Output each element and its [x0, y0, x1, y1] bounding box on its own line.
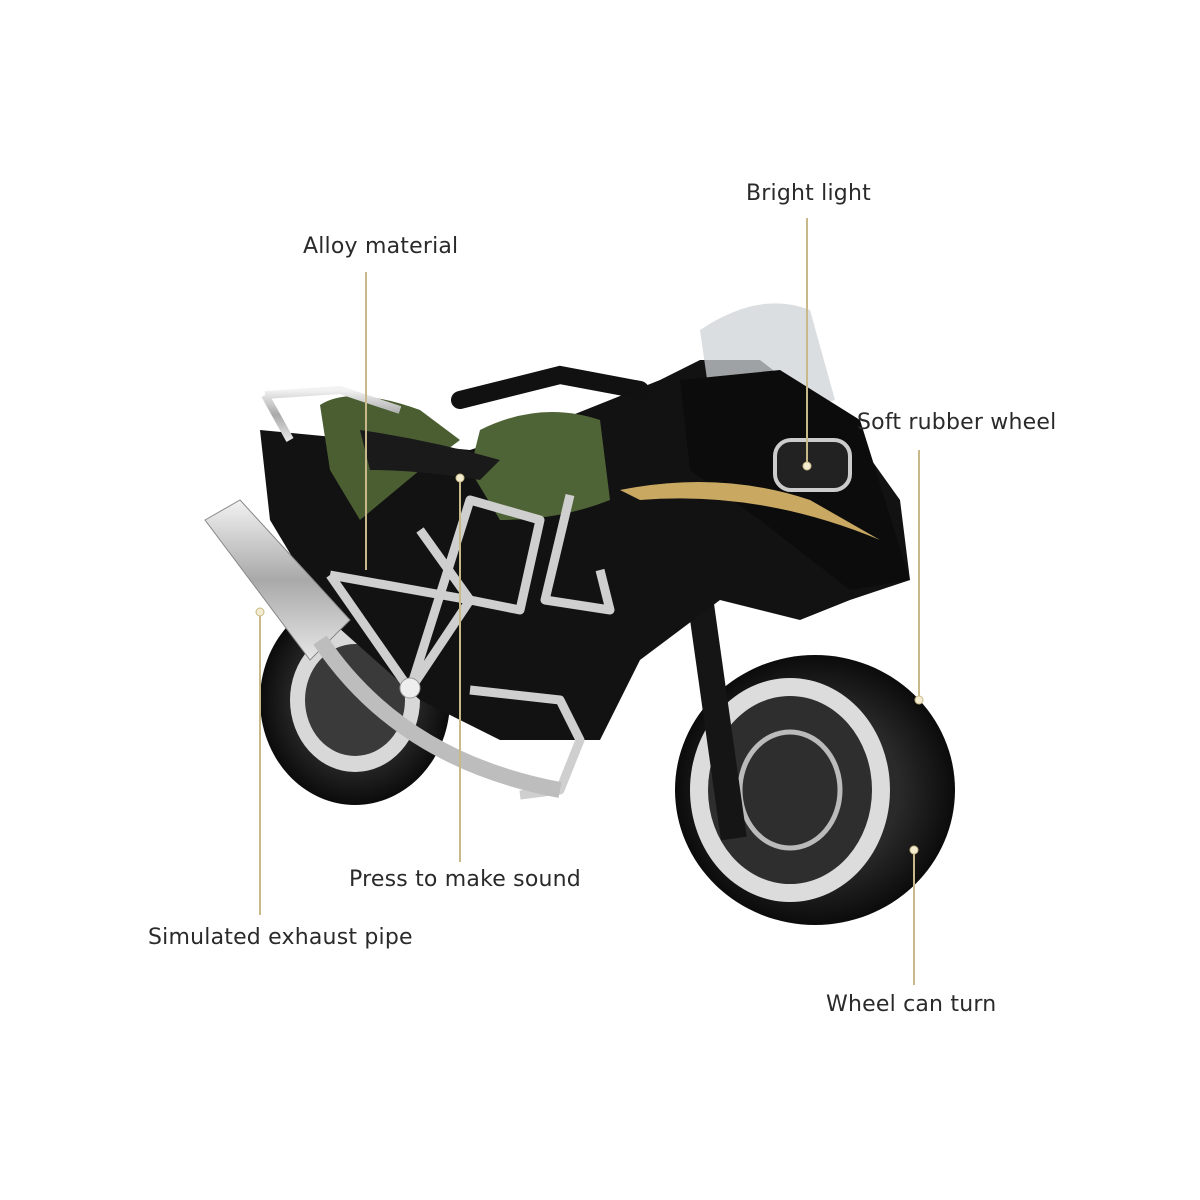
accent-stripe: [620, 482, 880, 540]
callout-simulated-exhaust-pipe: Simulated exhaust pipe: [148, 925, 413, 950]
callout-wheel-can-turn: Wheel can turn: [826, 992, 997, 1017]
leader-lines: [259, 218, 920, 985]
callout-bright-light: Bright light: [746, 181, 871, 206]
callout-press-to-make-sound: Press to make sound: [349, 867, 581, 892]
exhaust-pipe: [204, 499, 562, 798]
callout-soft-rubber-wheel: Soft rubber wheel: [857, 410, 1057, 435]
callout-alloy-material: Alloy material: [303, 234, 459, 259]
headlight: [773, 438, 852, 492]
front-wheel: [675, 655, 955, 925]
handlebar: [451, 365, 649, 409]
callout-dots: [255, 461, 924, 855]
fuel-tank: [470, 412, 610, 520]
seat: [360, 430, 500, 480]
